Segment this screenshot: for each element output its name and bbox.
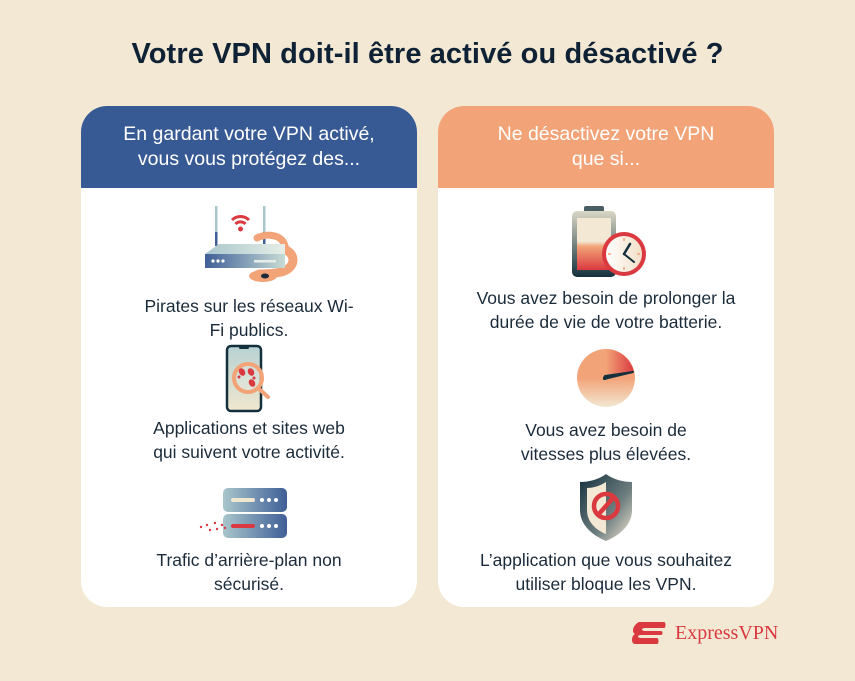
header-line-2: que si... xyxy=(571,148,641,170)
item-text-line-1: Pirates sur les réseaux Wi- xyxy=(144,296,354,316)
expressvpn-mark-icon xyxy=(632,622,666,644)
battery-clock-icon xyxy=(572,206,646,277)
header-line-1: En gardant votre VPN activé, xyxy=(123,123,375,145)
item-text-line-1: L’application que vous souhaitez xyxy=(480,550,732,570)
item-text-line-1: Applications et sites web xyxy=(153,418,345,438)
item-text-line-2: durée de vie de votre batterie. xyxy=(489,312,723,332)
item-text-line-2: qui suivent votre activité. xyxy=(153,442,345,462)
speedometer-icon xyxy=(577,349,635,407)
header-line-1: Ne désactivez votre VPN xyxy=(497,123,715,145)
item-text-line-2: utiliser bloque les VPN. xyxy=(515,574,697,594)
expressvpn-logo: ExpressVPN xyxy=(631,621,778,645)
vpn-on-card: En gardant votre VPN activé, vous vous p… xyxy=(81,106,417,607)
vpn-off-card: Ne désactivez votre VPN que si... Vo xyxy=(438,106,774,607)
vpn-off-card-header: Ne désactivez votre VPN que si... xyxy=(438,106,774,188)
item-text-line-2: sécurisé. xyxy=(213,574,285,594)
phone-magnifier-footprints-icon xyxy=(225,344,270,413)
item-text-line-2: vitesses plus élevées. xyxy=(520,444,692,464)
item-text-line-2: Fi publics. xyxy=(209,320,289,340)
item-text-line-1: Vous avez besoin de prolonger la xyxy=(476,288,736,308)
brand-name: ExpressVPN xyxy=(675,621,779,644)
item-text-line-1: Vous avez besoin de xyxy=(525,420,687,440)
shield-blocked-icon xyxy=(580,474,632,541)
server-leak-icon xyxy=(199,488,287,538)
page-title: Votre VPN doit-il être activé ou désacti… xyxy=(131,38,724,70)
vpn-on-card-header: En gardant votre VPN activé, vous vous p… xyxy=(81,106,417,188)
router-snake-icon xyxy=(205,206,298,282)
header-line-2: vous vous protégez des... xyxy=(137,148,361,170)
item-text-line-1: Trafic d’arrière-plan non xyxy=(156,550,342,570)
